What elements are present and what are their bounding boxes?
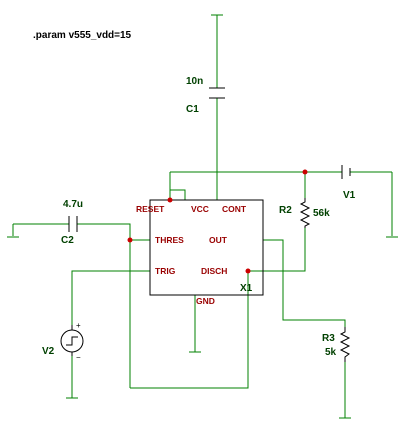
wires: [12, 22, 393, 418]
r3-ref: R3: [322, 333, 335, 344]
resistor-r2[interactable]: R2 56k: [279, 198, 330, 228]
v2-minus-sign: −: [76, 353, 81, 362]
junction-dot: [127, 237, 133, 243]
pin-disch: DISCH: [201, 266, 227, 276]
capacitor-c1[interactable]: 10n C1: [186, 76, 225, 115]
pin-vcc: VCC: [191, 204, 209, 214]
spice-directive: .param v555_vdd=15: [33, 30, 132, 41]
ic-ref: X1: [240, 283, 253, 294]
pin-thres: THRES: [155, 235, 184, 245]
timer-ic-x1[interactable]: RESET VCC CONT THRES OUT TRIG DISCH GND …: [136, 199, 264, 306]
r3-value: 5k: [325, 347, 337, 358]
capacitor-c2[interactable]: 4.7u C2: [61, 199, 83, 246]
c1-value: 10n: [186, 76, 203, 87]
r2-value: 56k: [313, 208, 330, 219]
c1-ref: C1: [186, 104, 199, 115]
resistor-r3[interactable]: R3 5k: [322, 327, 351, 362]
r2-ref: R2: [279, 205, 292, 216]
pin-cont: CONT: [222, 204, 247, 214]
pin-gnd: GND: [196, 296, 215, 306]
pin-reset: RESET: [136, 204, 165, 214]
junction-dots: [127, 169, 308, 274]
v2-plus-sign: +: [76, 321, 81, 330]
v2-ref: V2: [42, 346, 55, 357]
pulse-source-v2[interactable]: + − V2: [42, 321, 84, 362]
v1-ref: V1: [343, 190, 356, 201]
junction-dot: [167, 197, 173, 203]
junction-dot: [245, 268, 251, 274]
pin-out: OUT: [209, 235, 228, 245]
ground-symbols: [7, 14, 398, 419]
c2-ref: C2: [61, 235, 74, 246]
pin-trig: TRIG: [155, 266, 176, 276]
ground-symbol: [211, 14, 223, 22]
c2-value: 4.7u: [63, 199, 83, 210]
junction-dot: [302, 169, 308, 175]
voltage-source-v1[interactable]: V1: [341, 165, 356, 201]
